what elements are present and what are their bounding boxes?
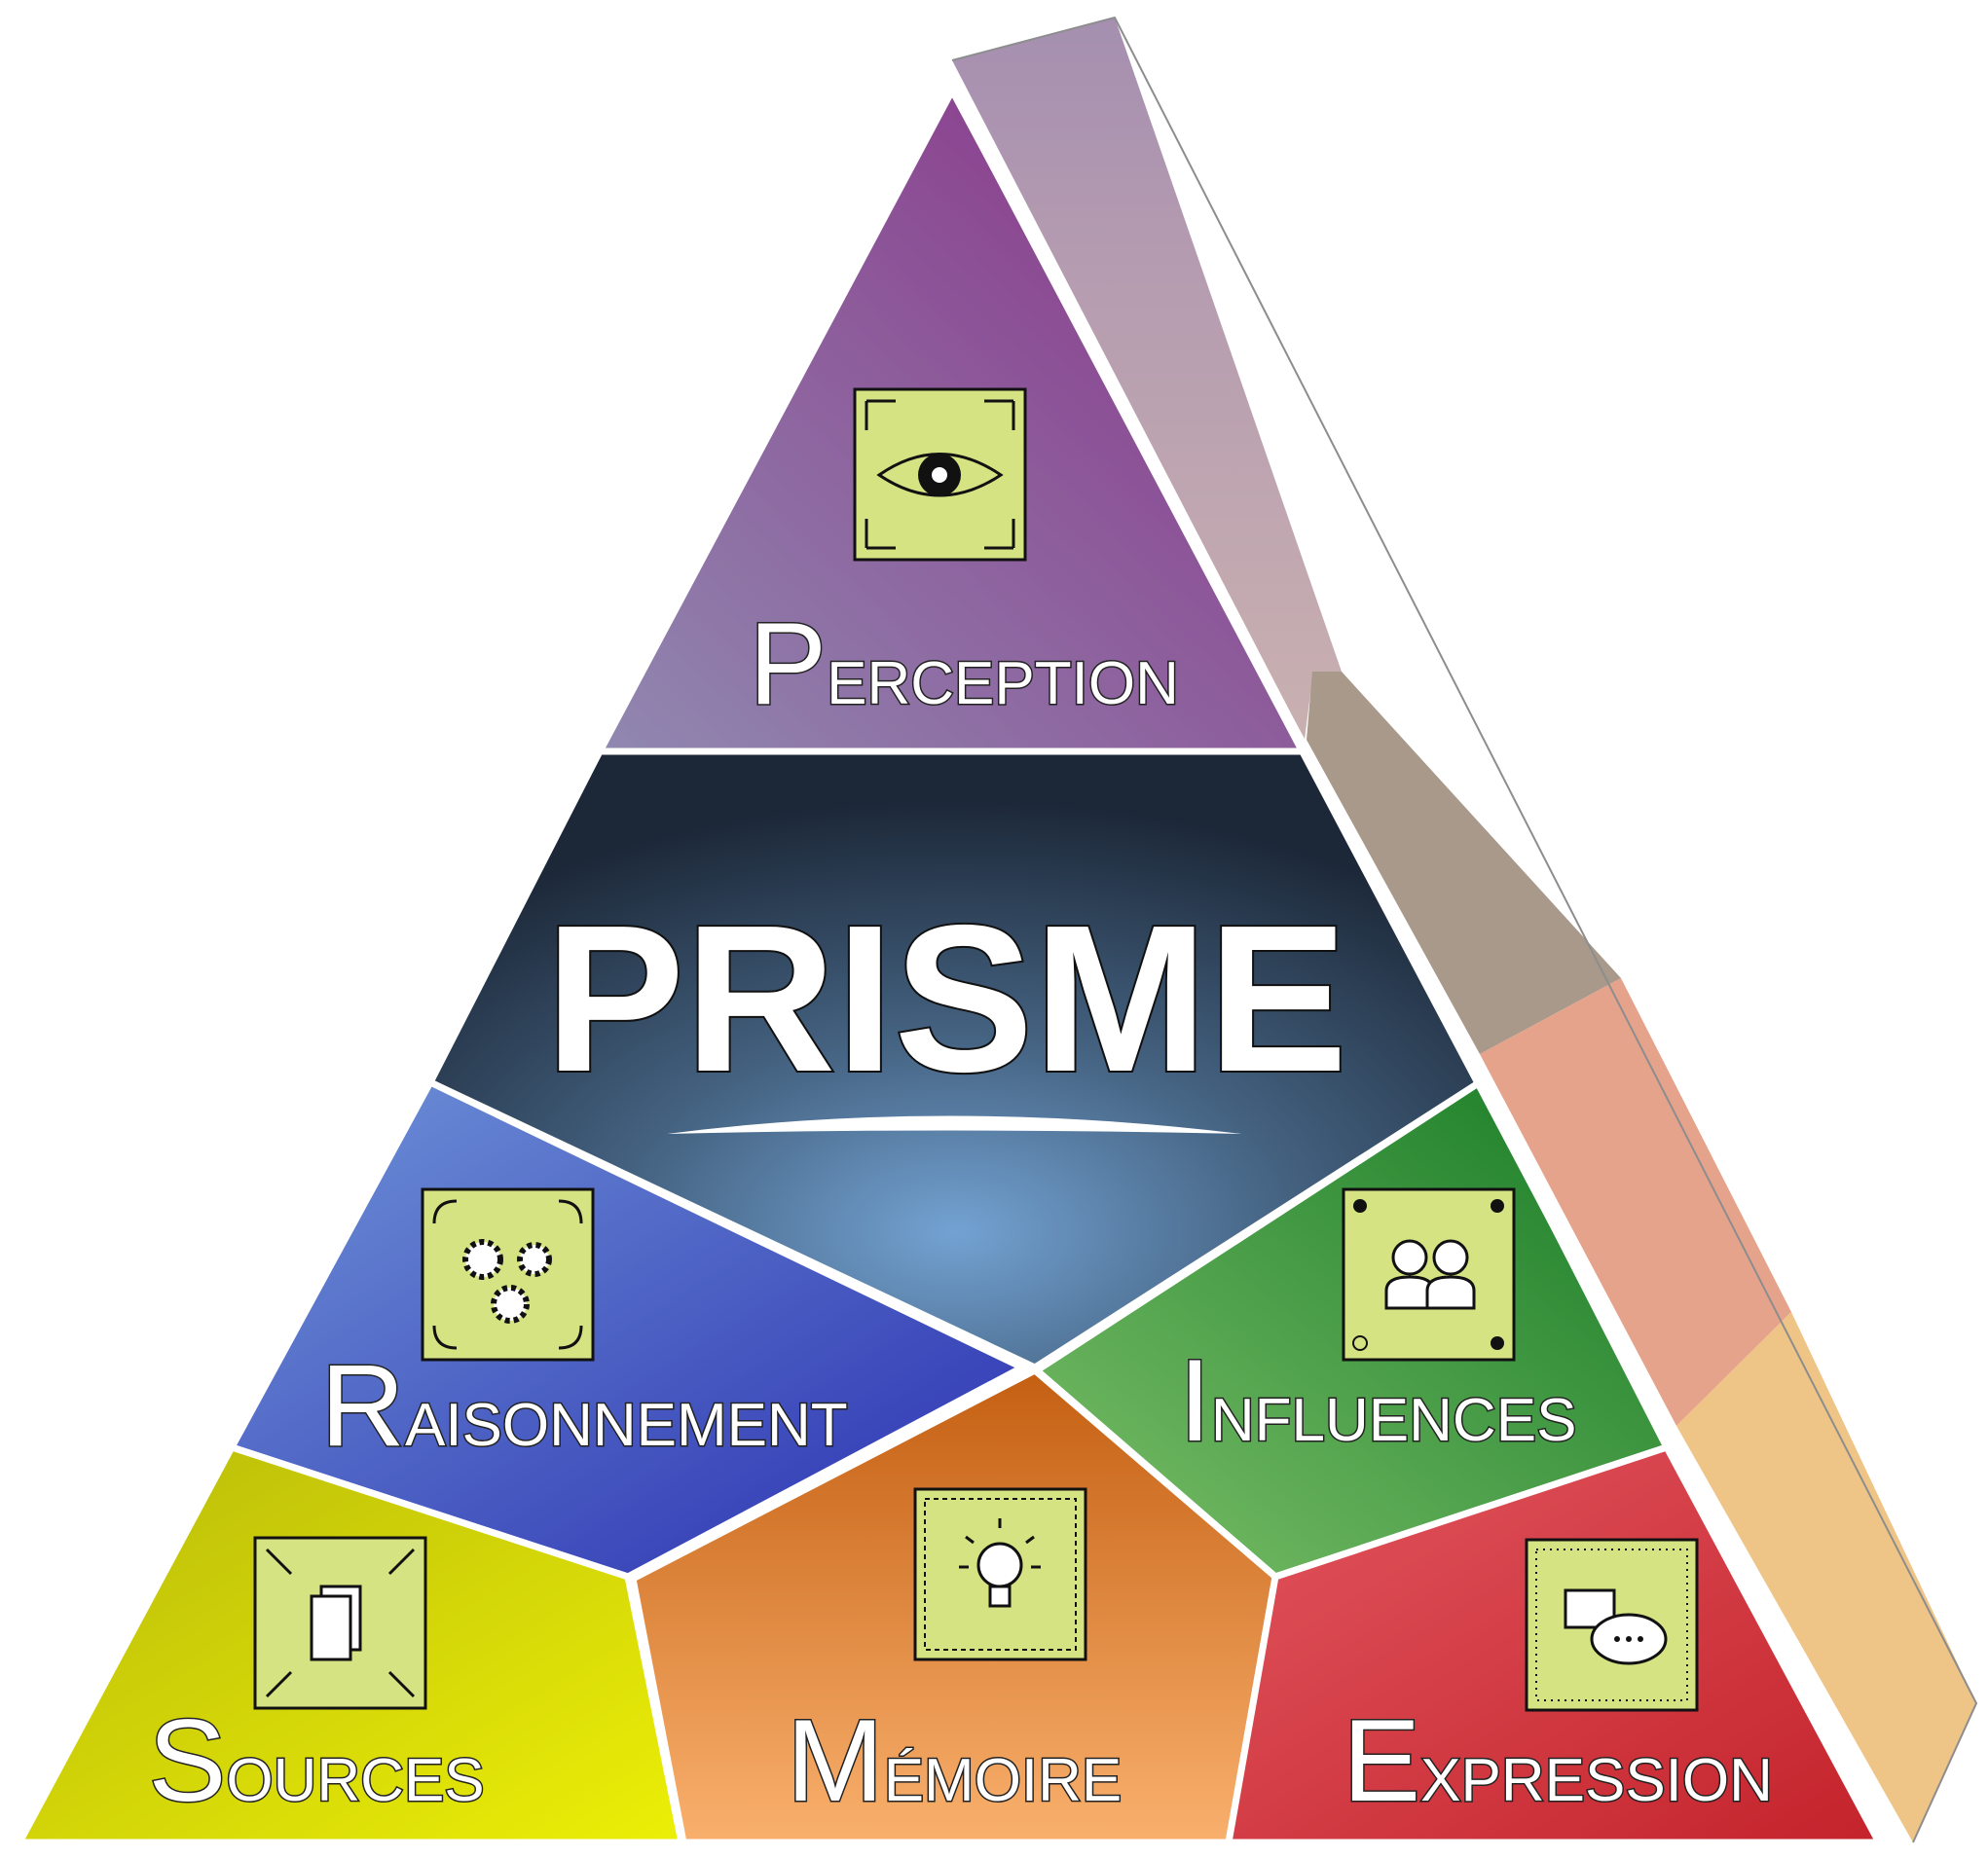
memoire-label: MÉMOIRE (787, 1695, 1123, 1826)
influences-label: INFLUENCES (1179, 1335, 1577, 1466)
lightbulb-icon (913, 1487, 1087, 1661)
perception-label: PERCEPTION (749, 599, 1179, 729)
documents-icon (253, 1536, 427, 1710)
eye-icon (853, 387, 1027, 562)
prism-side-face (951, 16, 1978, 1843)
raisonnement-label: RAISONNEMENT (320, 1340, 847, 1471)
prisme-title: PRISME (545, 881, 1347, 1115)
title-underline (667, 1115, 1241, 1134)
expression-label: EXPRESSION (1343, 1695, 1773, 1826)
chat-icon (1525, 1538, 1699, 1712)
people-icon (1342, 1187, 1516, 1362)
sources-label: SOURCES (148, 1695, 484, 1826)
gears-icon (421, 1187, 595, 1362)
